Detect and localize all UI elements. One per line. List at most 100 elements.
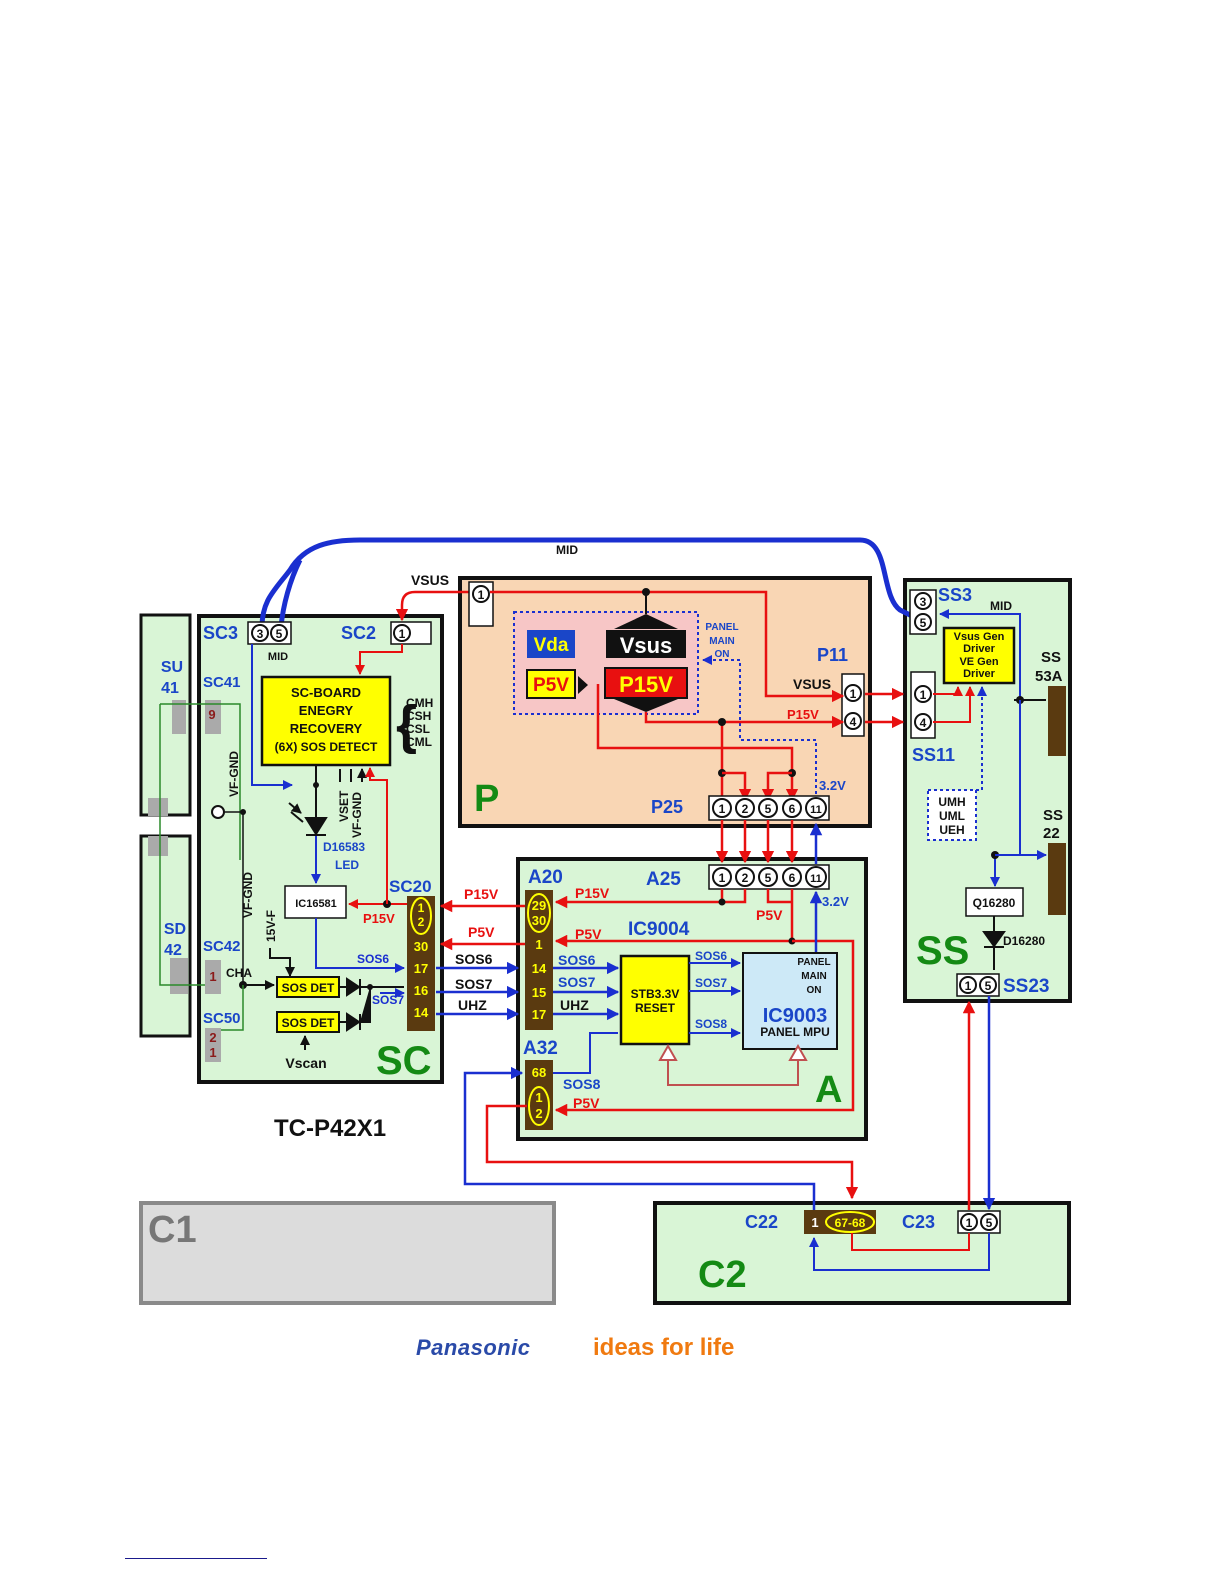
v15f-line	[269, 948, 295, 977]
cml-label: CML	[406, 735, 432, 749]
su-connector-low	[148, 798, 168, 816]
p11-pin-1-label: 1	[850, 687, 857, 701]
c22-a32-blue	[463, 1066, 816, 1210]
p5v-arrow-icon	[578, 676, 588, 694]
ss11-pin-4	[914, 713, 932, 731]
a-sos6-label: SOS6	[558, 952, 596, 968]
p15v-block-label: P15V	[619, 672, 673, 697]
p15v-p25-node	[718, 718, 726, 726]
vset-label: VSET	[337, 790, 351, 822]
a32-pin-1: 1	[535, 1090, 542, 1105]
p11-pin-4-label: 4	[850, 715, 857, 729]
sc42-label: SC42	[203, 938, 241, 955]
a-board-name: A	[815, 1069, 842, 1111]
p-panel-main-on-1: PANEL	[705, 622, 738, 633]
a-panel-main-on-2: MAIN	[801, 971, 827, 982]
a20-pin-29: 29	[532, 898, 546, 913]
sc-board-name: SC	[376, 1039, 432, 1083]
panel-mpu-label: PANEL MPU	[760, 1025, 830, 1039]
p25-pin-6-label: 6	[789, 802, 796, 816]
vf-gnd-1: VF-GND	[227, 751, 241, 797]
sc42-pin: 1	[209, 969, 216, 984]
stb-sos6-label: SOS6	[695, 949, 727, 963]
c2-internal-blue	[809, 1233, 990, 1271]
uhz-wire-label: UHZ	[458, 997, 487, 1013]
cmh-label: CMH	[406, 696, 433, 710]
su-label-2: 41	[161, 680, 179, 697]
led-label: LED	[335, 858, 359, 872]
p25-pin-6	[782, 798, 802, 818]
a25-pin-1	[712, 867, 732, 887]
sc20-pin-16: 16	[414, 983, 428, 998]
sc-sos6-label: SOS6	[357, 952, 389, 966]
sc50-pin-1: 1	[209, 1045, 216, 1060]
driver-line-1: Vsus Gen	[954, 631, 1005, 643]
sc3-pin-5-label: 5	[276, 627, 283, 641]
ic-to-sos6	[315, 918, 405, 973]
ss-board-name: SS	[916, 929, 969, 973]
c22-pin-1: 1	[811, 1215, 818, 1230]
sos-det-1-diode-icon	[339, 977, 404, 997]
p25-12-branch	[722, 771, 752, 802]
ground-terminal-icon	[211, 805, 225, 819]
p25-pin-11-label: 11	[810, 804, 822, 816]
sd-connector	[170, 958, 188, 994]
p15v-wire-label: P15V	[464, 886, 499, 902]
a32-label: A32	[523, 1038, 558, 1059]
sc2-pin-1	[393, 624, 411, 642]
mid-top-label: MID	[556, 543, 578, 557]
p25-pin-5-label: 5	[765, 802, 772, 816]
footnote-rule	[125, 1558, 267, 1559]
c22-label: C22	[745, 1212, 778, 1232]
ic9004-label: IC9004	[628, 919, 690, 940]
umh-block	[927, 789, 977, 841]
p-pin-1	[472, 585, 490, 603]
vsus-block-label: Vsus	[620, 633, 673, 658]
sd-sc42-loop	[159, 704, 210, 986]
sc50-pin-2: 2	[209, 1030, 216, 1045]
a25-pin-11	[805, 866, 827, 888]
a-panel-main-on-3: ON	[807, 985, 822, 996]
sc50-label: SC50	[203, 1010, 241, 1027]
ss53a-label-1: SS	[1041, 649, 1061, 666]
p-panel-main-on-2: MAIN	[709, 636, 735, 647]
p-board-name: P	[474, 778, 499, 820]
ss22-label-1: SS	[1043, 807, 1063, 824]
a25-pin-2	[735, 867, 755, 887]
driver-line-2: Driver	[963, 643, 996, 655]
p11-pin-4	[844, 712, 862, 730]
sc20-pin-14: 14	[414, 1005, 429, 1020]
a32-pin-2: 2	[535, 1106, 542, 1121]
driver-line-4: Driver	[963, 668, 996, 680]
a25-pin-6-label: 6	[789, 871, 796, 885]
sd-connector-top	[148, 836, 168, 856]
stb-reset-block	[619, 954, 691, 1046]
ss11-pin-1	[914, 685, 932, 703]
ss23-pin-1	[959, 976, 977, 994]
a20-pin-15: 15	[532, 985, 546, 1000]
c1-board-name: C1	[148, 1209, 197, 1251]
vsus-wire-label: VSUS	[411, 572, 449, 588]
sc-block-line-1: SC-BOARD	[291, 685, 361, 700]
a25-pin-5-label: 5	[765, 871, 772, 885]
ss3-label: SS3	[938, 585, 972, 605]
vset-arrows	[339, 769, 362, 782]
mid-bus-wire	[259, 537, 914, 628]
brace: {	[396, 695, 417, 755]
a20-pin-1: 1	[535, 937, 542, 952]
sc41-label: SC41	[203, 674, 241, 691]
a20-label: A20	[528, 867, 563, 888]
c22-pin-67-68	[825, 1211, 875, 1233]
vf-gnd-2: VF-GND	[241, 872, 255, 918]
sc-block-line-2: ENEGRY	[299, 703, 354, 718]
ss22-connector	[1048, 843, 1066, 915]
sos6-wire-label: SOS6	[455, 951, 493, 967]
p5v-box	[526, 669, 576, 699]
ground-node	[240, 809, 246, 815]
vsus-p1-wire	[490, 590, 845, 703]
p15v-p11-wire	[644, 712, 845, 729]
a20-pin-17: 17	[532, 1007, 546, 1022]
sc2-pin-1-label: 1	[399, 627, 406, 641]
c2-internal-red	[873, 1233, 970, 1251]
